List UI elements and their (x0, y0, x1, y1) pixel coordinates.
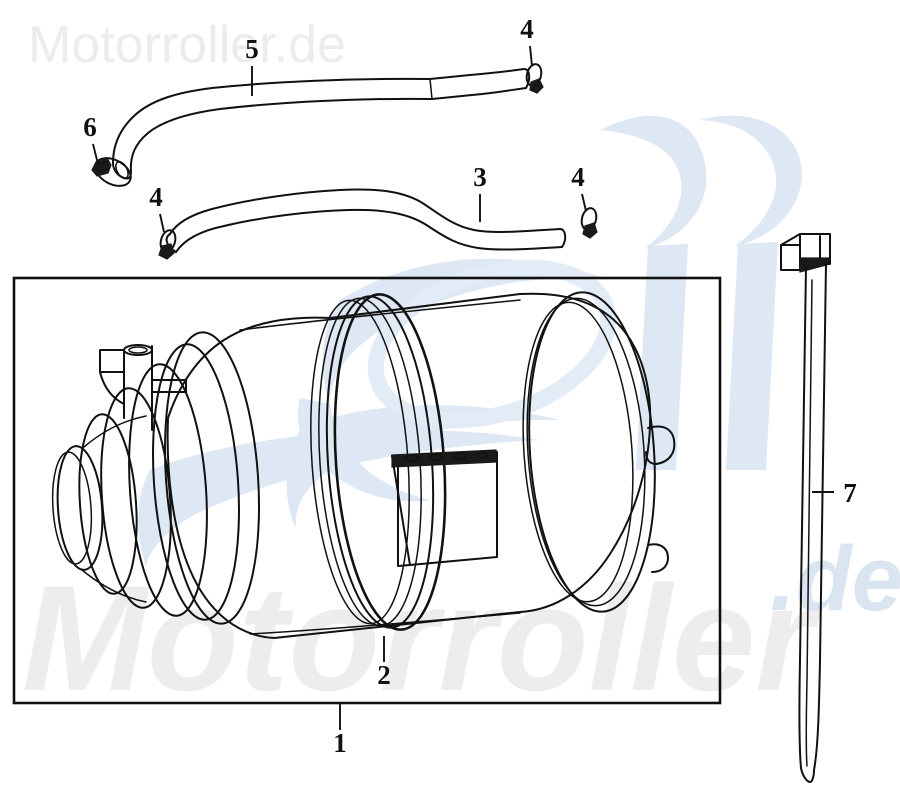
callout-4b-leader (159, 213, 165, 233)
callout-7-label: 7 (843, 478, 857, 508)
callout-1-label: 1 (333, 728, 347, 758)
callout-4a: 4 (520, 14, 534, 67)
callout-3: 3 (473, 162, 487, 222)
blue-swoosh-logo-icon (138, 115, 802, 566)
callout-1: 1 (333, 704, 347, 758)
callout-6-leader (92, 143, 99, 165)
callout-7: 7 (812, 478, 857, 508)
callout-4b: 4 (149, 182, 165, 233)
part-hose-clamp-4a (525, 63, 544, 94)
part-mounting-strap-rod (780, 233, 831, 783)
part-lower-hose (165, 188, 567, 253)
callout-2: 2 (377, 636, 391, 690)
callout-4c-leader (581, 193, 587, 212)
callout-3-label: 3 (473, 162, 487, 192)
part-muffler-body (51, 291, 676, 639)
callout-6: 6 (83, 112, 99, 165)
callout-2-label: 2 (377, 660, 391, 690)
assembly-box-frame (12, 276, 722, 705)
body-watermark-text: Motorroller (22, 554, 821, 722)
part-hose-clamp-4c (580, 207, 598, 239)
callout-4c-label: 4 (571, 162, 585, 192)
watermark-layer: Motorroller.de Motorroller .de (22, 16, 900, 722)
part-hose-clamp-4b (158, 229, 177, 260)
part-upper-hose (112, 68, 531, 180)
callout-6-label: 6 (83, 112, 97, 142)
callout-4a-leader (529, 45, 533, 67)
blue-de-watermark-text: .de (770, 528, 900, 630)
header-watermark-text: Motorroller.de (28, 16, 346, 74)
callout-5-label: 5 (245, 34, 259, 64)
callout-4a-label: 4 (520, 14, 534, 44)
callout-layer: 1 2 3 4 4 4 (83, 14, 857, 758)
callout-4c: 4 (571, 162, 587, 212)
callout-4b-label: 4 (149, 182, 163, 212)
callout-5: 5 (245, 34, 259, 96)
muffler-top-nipple (99, 344, 187, 431)
